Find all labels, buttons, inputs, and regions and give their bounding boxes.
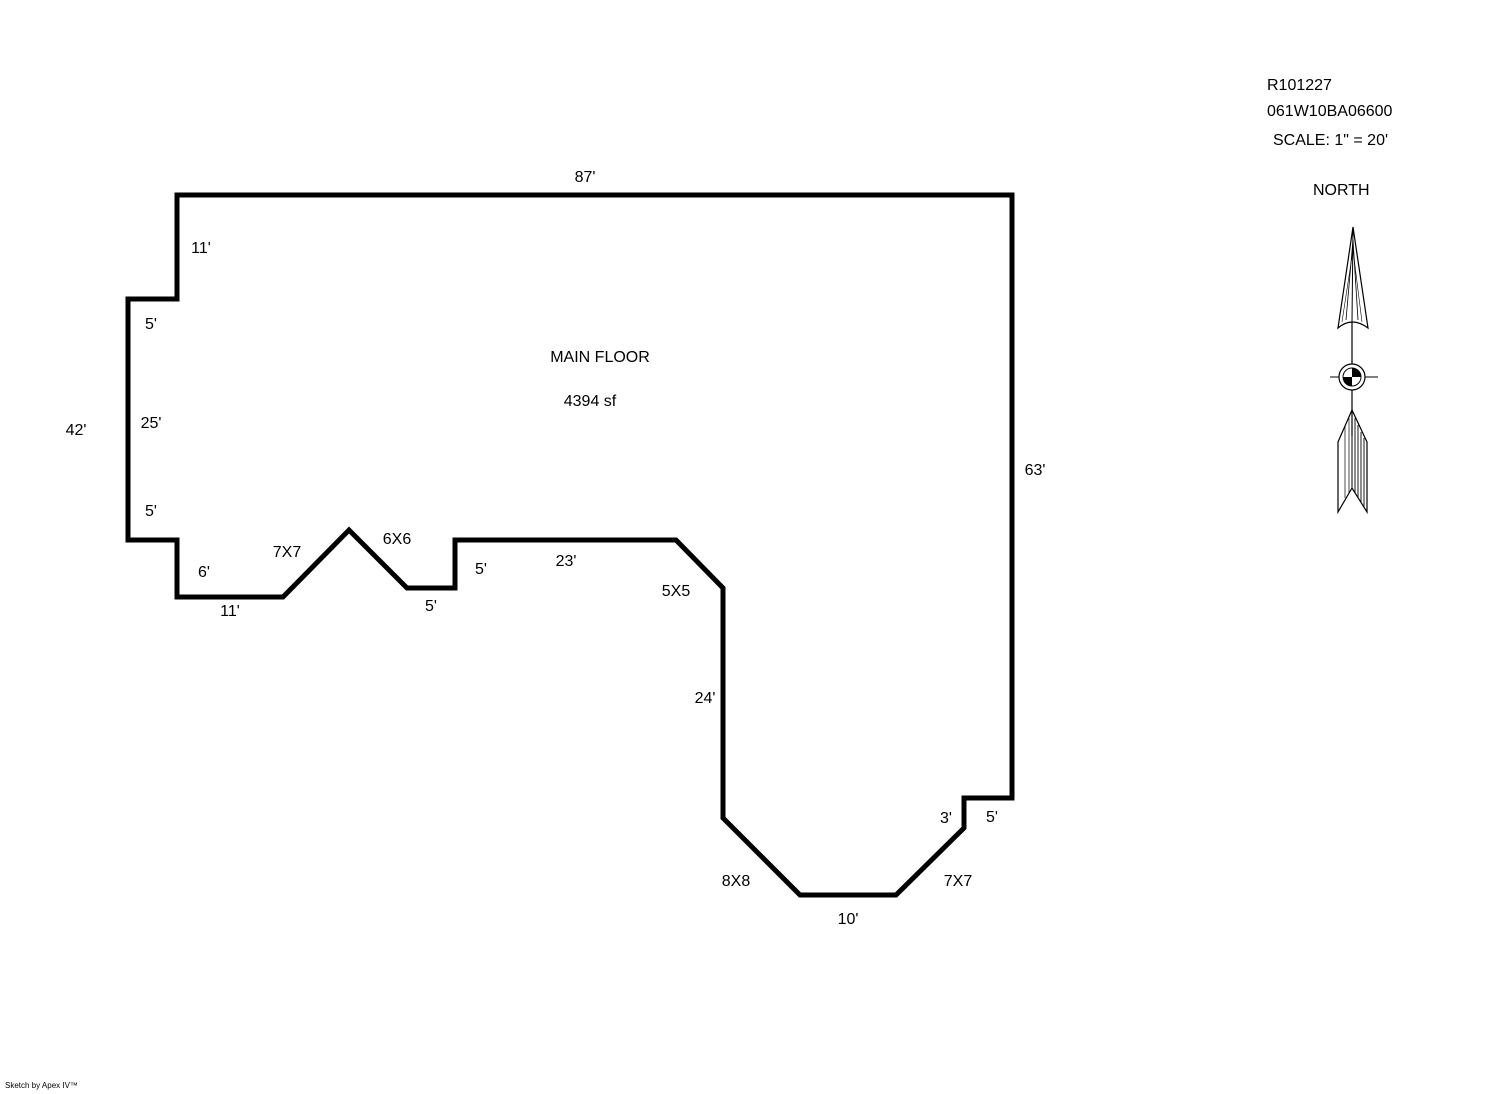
main-floor-outline xyxy=(125,192,1015,898)
dim-diag-7x7-right: 7X7 xyxy=(943,873,973,890)
dim-left-upper-step: 11' xyxy=(191,240,211,257)
map-tax-lot: 061W10BA06600 xyxy=(1267,103,1393,120)
north-arrow-icon xyxy=(1330,226,1378,515)
dim-bottom-11: 11' xyxy=(220,603,240,620)
dim-left-lower-6: 6' xyxy=(198,564,210,581)
dim-wing-bottom-10: 10' xyxy=(837,911,859,928)
dim-diag-7x7: 7X7 xyxy=(272,544,302,561)
dim-left-step-5a: 5' xyxy=(145,316,157,333)
scale-label: SCALE: 1" = 20' xyxy=(1273,132,1389,149)
dim-diag-8x8: 8X8 xyxy=(721,873,751,890)
dim-wing-24: 24' xyxy=(694,690,716,707)
dim-left-overall: 42' xyxy=(65,422,87,439)
dim-top: 87' xyxy=(574,169,596,186)
area-size: 4394 sf xyxy=(563,393,617,410)
dim-step-3: 3' xyxy=(940,810,952,827)
sketch-credit: Sketch by Apex IV™ xyxy=(5,1081,78,1090)
dim-left-25: 25' xyxy=(140,415,162,432)
dim-notch-5-bottom: 5' xyxy=(425,598,437,615)
area-name: MAIN FLOOR xyxy=(550,349,650,366)
dim-notch-5-side: 5' xyxy=(475,561,487,578)
dim-diag-6x6: 6X6 xyxy=(382,531,412,548)
dim-diag-5x5: 5X5 xyxy=(661,583,691,600)
parcel-id: R101227 xyxy=(1267,77,1332,94)
dim-right-63: 63' xyxy=(1024,462,1046,479)
dim-run-23: 23' xyxy=(555,553,577,570)
dim-step-5-right: 5' xyxy=(986,809,998,826)
north-label: NORTH xyxy=(1313,182,1370,199)
dim-left-step-5b: 5' xyxy=(145,503,157,520)
